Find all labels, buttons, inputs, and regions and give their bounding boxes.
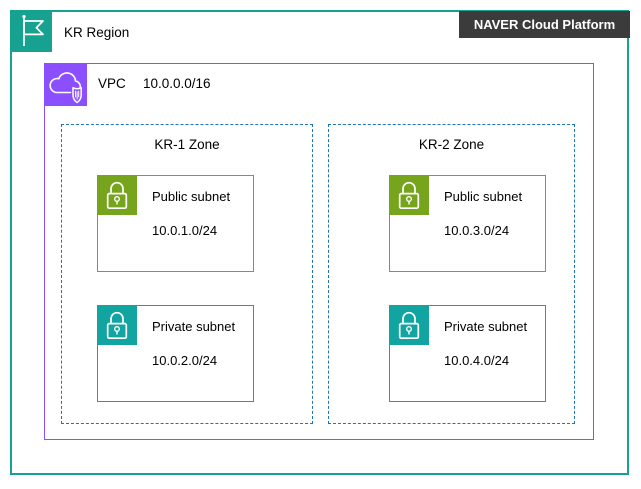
lock-icon — [389, 175, 429, 215]
subnet-card-public-kr1: Public subnet 10.0.1.0/24 — [97, 175, 254, 272]
flag-icon — [10, 10, 52, 52]
subnet-card-private-kr2: Private subnet 10.0.4.0/24 — [389, 305, 546, 402]
subnet-cidr: 10.0.2.0/24 — [152, 353, 218, 368]
cloud-shield-icon — [43, 62, 87, 106]
subnet-name: Public subnet — [152, 189, 231, 204]
vpc-label: VPC — [98, 76, 126, 91]
region-label: KR Region — [64, 25, 130, 40]
platform-badge: NAVER Cloud Platform — [459, 11, 630, 38]
platform-badge-label: NAVER Cloud Platform — [473, 17, 616, 32]
subnet-card-private-kr1: Private subnet 10.0.2.0/24 — [97, 305, 254, 402]
zone-kr2: KR-2 Zone Public subnet 10.0.3.0/24 — [328, 124, 575, 424]
subnet-name: Private subnet — [444, 319, 528, 334]
lock-icon — [97, 175, 137, 215]
subnet-name: Public subnet — [444, 189, 523, 204]
vpc-cidr: 10.0.0.0/16 — [143, 76, 211, 91]
lock-icon — [97, 305, 137, 345]
subnet-name: Private subnet — [152, 319, 236, 334]
region-container: KR Region NAVER Cloud Platform VPC 10.0.… — [10, 10, 630, 475]
vpc-container: VPC 10.0.0.0/16 KR-1 Zone Public subnet … — [43, 62, 594, 440]
subnet-cidr: 10.0.3.0/24 — [444, 223, 510, 238]
subnet-card-public-kr2: Public subnet 10.0.3.0/24 — [389, 175, 546, 272]
subnet-cidr: 10.0.1.0/24 — [152, 223, 218, 238]
zone-kr1: KR-1 Zone Public subnet 10.0.1.0/24 — [61, 124, 313, 424]
zone-kr1-label: KR-1 Zone — [154, 137, 220, 152]
lock-icon — [389, 305, 429, 345]
zone-kr2-label: KR-2 Zone — [418, 137, 485, 152]
subnet-cidr: 10.0.4.0/24 — [444, 353, 510, 368]
